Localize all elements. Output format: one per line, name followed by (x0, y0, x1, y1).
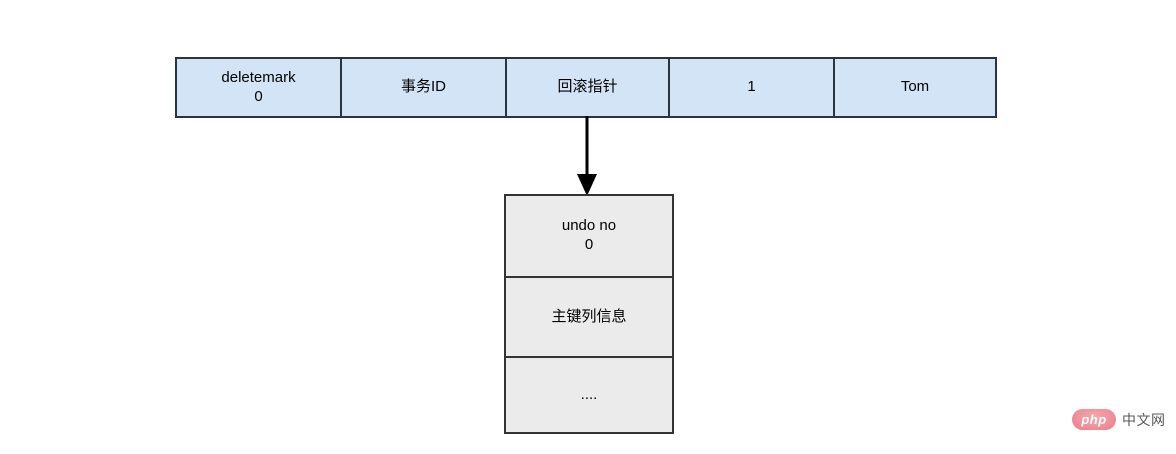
record-cell-deletemark-label: deletemark (221, 69, 296, 87)
record-cell-transaction-id: 事务ID (342, 59, 507, 116)
record-cell-transaction-id-label: 事务ID (400, 78, 446, 96)
record-cell-id-value-label: 1 (747, 78, 756, 96)
record-cell-name-value: Tom (835, 59, 995, 116)
record-cell-deletemark-value: 0 (254, 87, 263, 105)
undo-cell-primary-key-info-label: 主键列信息 (551, 307, 627, 325)
record-cell-name-value-label: Tom (900, 78, 930, 96)
record-cell-id-value: 1 (670, 59, 835, 116)
undo-cell-undo-no: undo no 0 (506, 196, 672, 278)
record-cell-rollback-pointer-label: 回滚指针 (557, 78, 618, 96)
undo-log-box: undo no 0 主键列信息 .... (504, 194, 674, 434)
undo-cell-undo-no-value: 0 (584, 235, 594, 253)
rollback-pointer-arrow-icon (577, 116, 597, 196)
watermark-site-text: 中文网 (1122, 411, 1166, 428)
record-row: deletemark 0 事务ID 回滚指针 1 Tom (175, 57, 997, 118)
undo-cell-undo-no-label: undo no (561, 217, 617, 235)
watermark: php 中文网 (1072, 409, 1166, 430)
record-cell-deletemark: deletemark 0 (177, 59, 342, 116)
record-cell-rollback-pointer: 回滚指针 (507, 59, 670, 116)
undo-cell-ellipsis-label: .... (580, 385, 598, 403)
undo-cell-primary-key-info: 主键列信息 (506, 277, 672, 359)
undo-cell-ellipsis: .... (506, 358, 672, 432)
php-logo-icon: php (1072, 409, 1116, 430)
